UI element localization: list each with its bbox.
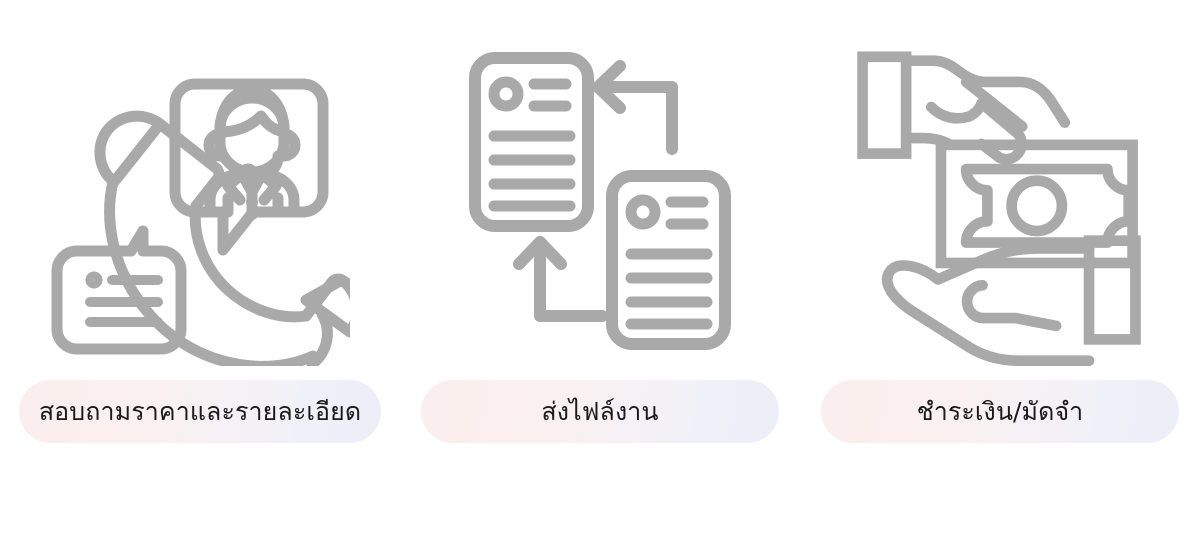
document-bottom-right-icon	[606, 170, 731, 350]
telephone-handset-icon	[94, 110, 350, 366]
step-label-text: ส่งไฟล์งาน	[541, 397, 659, 426]
step-label-pill-inquiry[interactable]: สอบถามราคาและรายละเอียด	[19, 380, 381, 443]
support-agent-speech-bubble-icon	[169, 78, 329, 256]
arrow-left-down-icon	[592, 60, 678, 155]
hand-holding-banknote-icon	[857, 51, 1138, 269]
phone-support-agent-icon	[50, 36, 350, 366]
cash-payment-hands-icon	[850, 36, 1150, 366]
document-top-left-icon	[469, 52, 594, 232]
open-receiving-hand-icon	[881, 235, 1141, 366]
arrow-left-up-icon	[513, 236, 608, 322]
phone-support-agent-svg	[51, 78, 350, 366]
step-inquiry[interactable]: สอบถามราคาและรายละเอียด	[0, 0, 400, 443]
steps-row: สอบถามราคาและรายละเอียด	[0, 0, 1200, 443]
step-label-text: สอบถามราคาและรายละเอียด	[38, 397, 362, 426]
step-label-text: ชำระเงิน/มัดจำ	[916, 397, 1084, 426]
cash-payment-hands-svg	[857, 51, 1141, 366]
step-send-file[interactable]: ส่งไฟล์งาน	[400, 0, 800, 443]
step-label-pill-send-file[interactable]: ส่งไฟล์งาน	[421, 380, 779, 443]
document-transfer-svg	[469, 52, 731, 350]
chat-message-bubble-icon	[51, 225, 187, 355]
step-payment[interactable]: ชำระเงิน/มัดจำ	[800, 0, 1200, 443]
step-label-pill-payment[interactable]: ชำระเงิน/มัดจำ	[821, 380, 1179, 443]
document-transfer-icon	[450, 36, 750, 366]
